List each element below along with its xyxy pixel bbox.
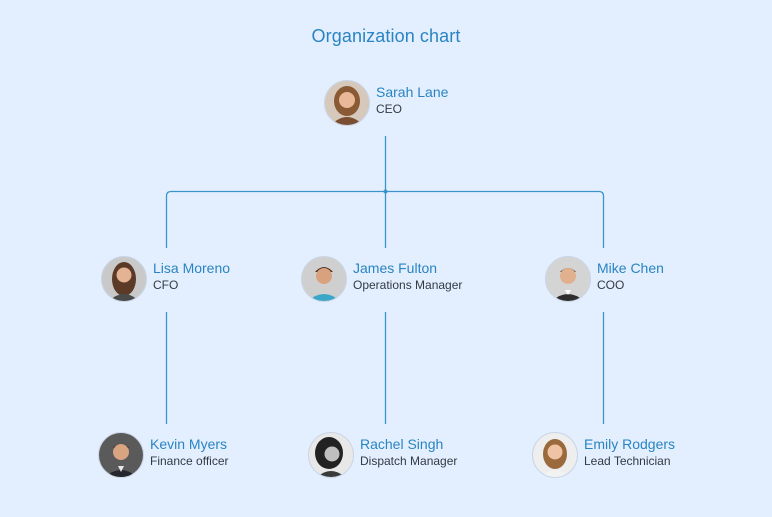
avatar-mike-chen bbox=[545, 256, 591, 302]
role-kevin-myers: Finance officer bbox=[150, 454, 229, 468]
avatar-emily-rodgers bbox=[532, 432, 578, 478]
chart-title: Organization chart bbox=[311, 26, 461, 46]
name-sarah-lane: Sarah Lane bbox=[376, 84, 449, 100]
role-james-fulton: Operations Manager bbox=[353, 278, 463, 292]
role-rachel-singh: Dispatch Manager bbox=[360, 454, 458, 468]
name-emily-rodgers: Emily Rodgers bbox=[584, 436, 676, 452]
role-emily-rodgers: Lead Technician bbox=[584, 454, 671, 468]
avatar-kevin-myers bbox=[98, 432, 144, 478]
avatar-sarah-lane bbox=[324, 80, 370, 126]
role-mike-chen: COO bbox=[597, 278, 625, 292]
name-james-fulton: James Fulton bbox=[353, 260, 438, 276]
connector-junction bbox=[383, 189, 388, 194]
name-lisa-moreno: Lisa Moreno bbox=[153, 260, 231, 276]
name-kevin-myers: Kevin Myers bbox=[150, 436, 228, 452]
name-mike-chen: Mike Chen bbox=[597, 260, 664, 276]
avatar-james-fulton bbox=[301, 256, 347, 302]
role-lisa-moreno: CFO bbox=[153, 278, 179, 292]
role-sarah-lane: CEO bbox=[376, 102, 403, 116]
avatar-lisa-moreno bbox=[101, 256, 147, 302]
avatar-rachel-singh bbox=[308, 432, 354, 478]
name-rachel-singh: Rachel Singh bbox=[360, 436, 444, 452]
